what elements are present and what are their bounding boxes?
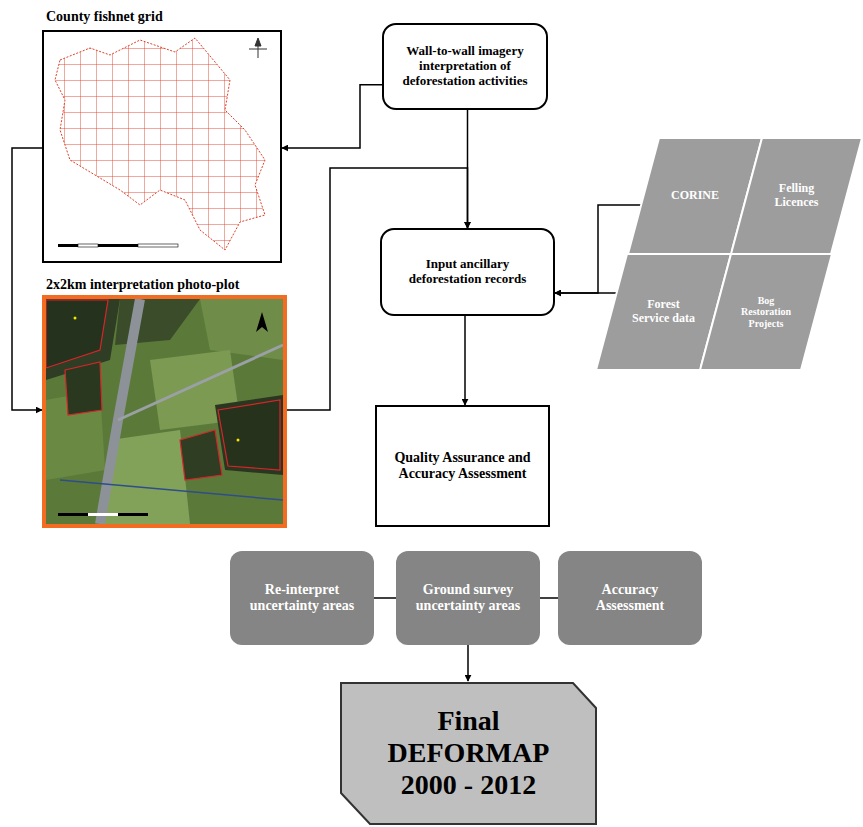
connector — [464, 316, 466, 405]
node-label: Forest Service data — [629, 298, 699, 326]
node-label: Bog Restoration Projects — [733, 295, 799, 330]
step-box: Re-interpret uncertainty areas — [230, 551, 374, 645]
aerial-photo — [46, 299, 283, 524]
shape-fill — [700, 254, 832, 370]
photo-panel: 2x2km interpretation photo-plot — [42, 277, 287, 528]
node-label: Felling Licences — [762, 182, 832, 210]
output-title: Final DEFORMAP 2000 - 2012 — [379, 705, 559, 802]
node-label: Accuracy Assessment — [570, 582, 690, 614]
node-label: Input ancillary deforestation records — [398, 257, 538, 287]
node-label: Ground survey uncertainty areas — [408, 582, 528, 614]
step-box: Ground survey uncertainty areas — [396, 551, 540, 645]
shape-fill — [731, 138, 862, 254]
connector — [467, 645, 469, 681]
process-box: Wall-to-wall imagery interpretation of d… — [382, 23, 548, 110]
node-label: Wall-to-wall imagery interpretation of d… — [390, 44, 540, 89]
panel-heading: 2x2km interpretation photo-plot — [46, 277, 239, 293]
panel-frame — [42, 30, 282, 263]
scale-bar — [58, 513, 148, 516]
process-box: Quality Assurance and Accuracy Assessmen… — [375, 405, 550, 527]
map-panel: County fishnet grid — [42, 6, 282, 263]
connector — [12, 148, 42, 410]
node-label: Re-interpret uncertainty areas — [242, 582, 362, 614]
scale-bar — [58, 244, 178, 247]
connector — [282, 85, 382, 148]
step-box: Accuracy Assessment — [558, 551, 702, 645]
process-box: Input ancillary deforestation records — [380, 228, 555, 316]
north-arrow — [249, 38, 267, 58]
data-source-cell: Felling Licences — [731, 138, 862, 254]
panel-heading: County fishnet grid — [46, 6, 163, 28]
connector — [540, 597, 558, 599]
connector — [374, 597, 396, 599]
node-label: CORINE — [671, 189, 719, 203]
panel-frame — [42, 295, 287, 528]
shape-fill — [341, 683, 596, 824]
connector — [467, 110, 469, 228]
connector — [555, 292, 617, 294]
node-label: Quality Assurance and Accuracy Assessmen… — [393, 450, 533, 482]
county-map — [44, 32, 280, 261]
data-source-cell: Bog Restoration Projects — [700, 254, 832, 370]
output-shape: Final DEFORMAP 2000 - 2012 — [340, 681, 597, 825]
